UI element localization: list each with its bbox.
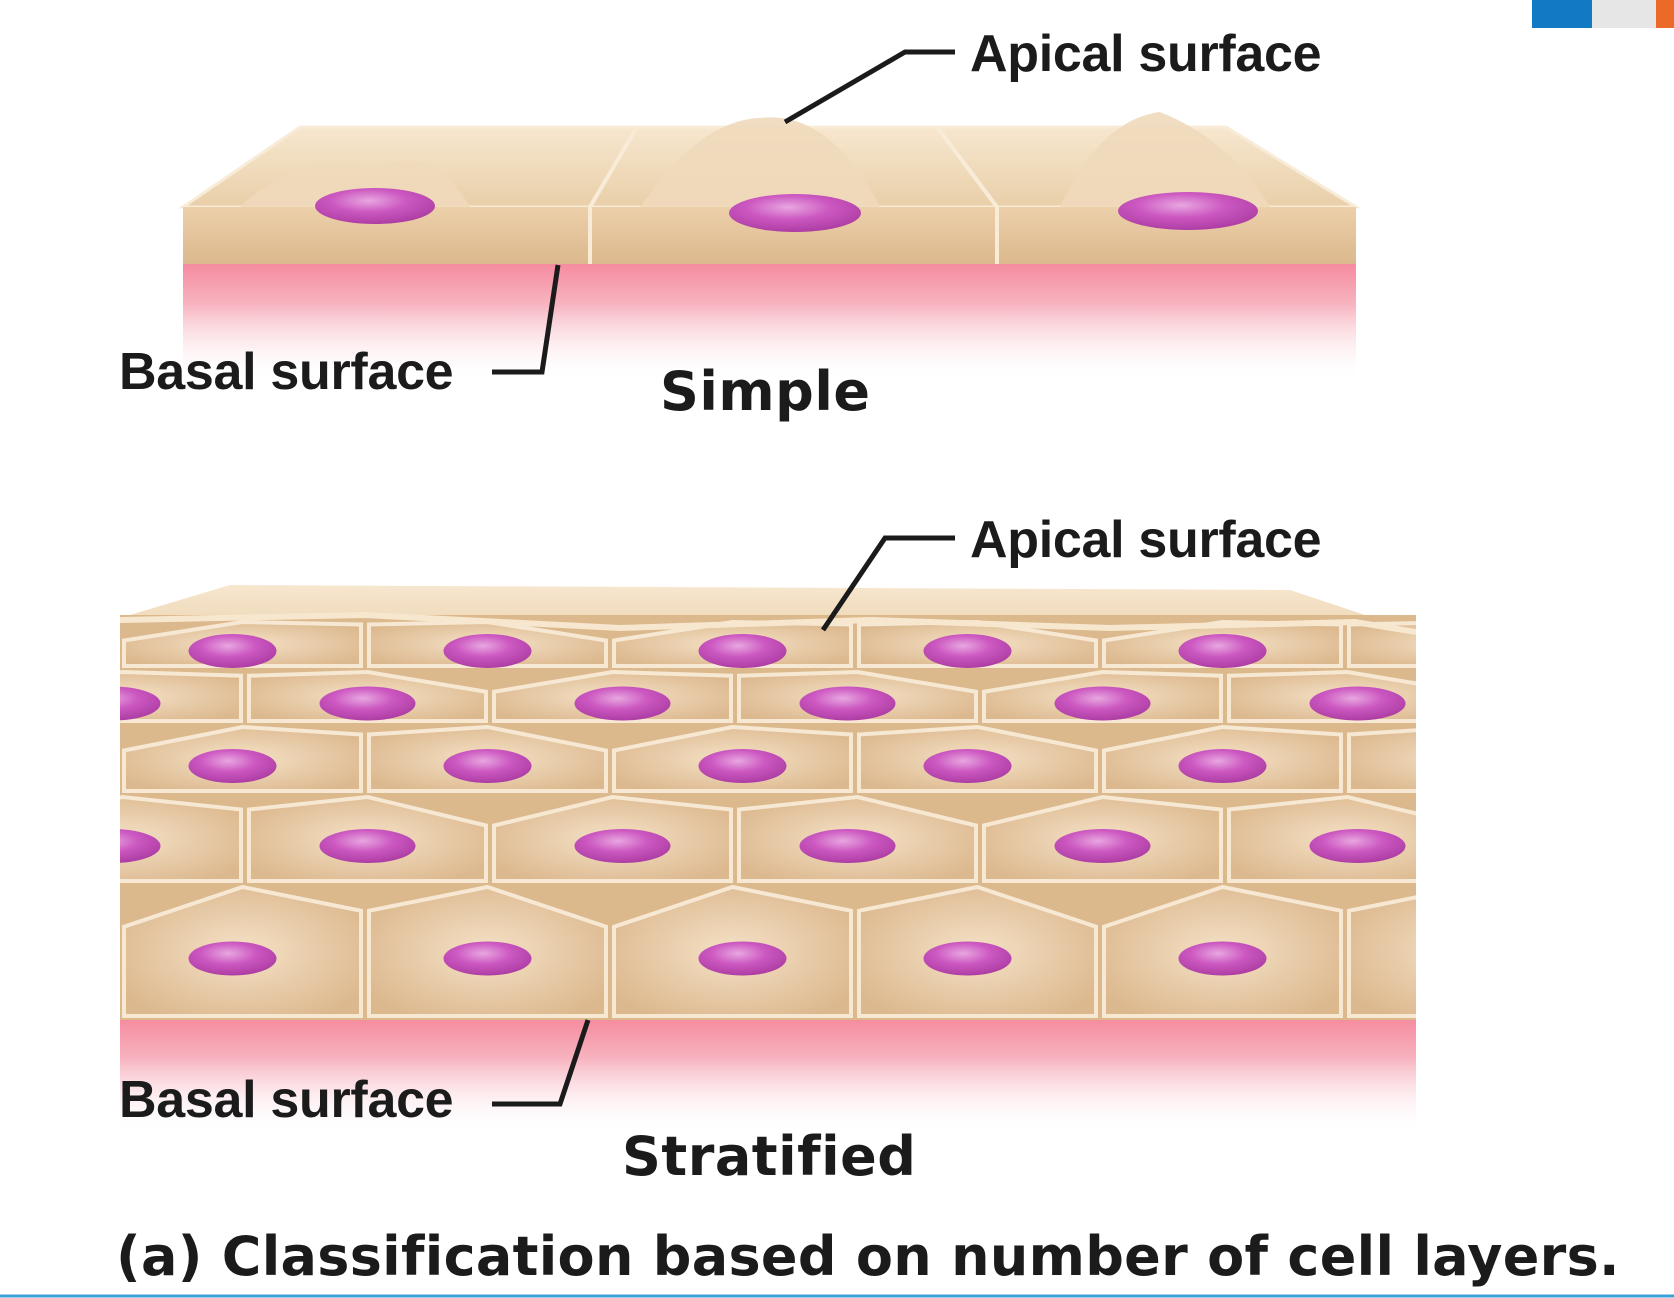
stratified-nucleus	[799, 829, 896, 863]
stratified-nucleus	[1434, 634, 1522, 668]
stratified-nucleus	[923, 749, 1012, 783]
stratified-nucleus	[1535, 687, 1631, 721]
simple-basal-leader	[492, 264, 561, 375]
stratified-nucleus	[443, 634, 532, 668]
stratified-nucleus	[120, 829, 161, 863]
stratified-nucleus	[443, 941, 532, 976]
stratified-cell	[1594, 622, 1674, 666]
stratified-nucleus	[1178, 941, 1267, 976]
stratified-nucleus	[698, 941, 787, 976]
simple-epithelium	[178, 49, 1362, 382]
simple-nucleus	[315, 188, 435, 224]
figure-caption: (a) Classification based on number of ce…	[116, 1225, 1620, 1288]
stratified-nucleus	[1054, 686, 1151, 721]
stratified-nucleus	[698, 634, 787, 668]
stratified-basement-membrane	[120, 1018, 1416, 1133]
stratified-apical-leader	[820, 535, 955, 632]
stratified-nucleus	[923, 634, 1012, 668]
stratified-nucleus	[120, 686, 161, 721]
stratified-epithelium	[120, 535, 1674, 1133]
stratified-cell-layers	[120, 611, 1674, 1020]
stratified-cell	[1347, 895, 1416, 1018]
stratified-nucleus	[1309, 829, 1406, 863]
simple-nucleus	[729, 194, 861, 232]
simple-basal-surface-label: Basal surface	[119, 343, 454, 401]
stratified-nucleus	[1659, 749, 1674, 783]
stratified-apical-surface-label: Apical surface	[970, 511, 1322, 569]
corner-block-orange	[1656, 0, 1674, 28]
simple-type-label: Simple	[660, 360, 871, 423]
stratified-cell	[1594, 887, 1674, 1016]
stratified-nucleus	[1659, 942, 1674, 976]
stratified-cell	[120, 794, 243, 883]
stratified-cell	[1474, 797, 1674, 881]
stratified-nucleus	[698, 749, 787, 783]
stratified-nucleus	[188, 941, 277, 976]
stratified-cell	[1347, 621, 1416, 668]
stratified-nucleus	[799, 686, 896, 721]
stratified-nucleus	[1178, 749, 1267, 783]
stratified-type-label: Stratified	[622, 1125, 917, 1188]
stratified-nucleus	[1535, 829, 1631, 863]
simple-apical-surface-label: Apical surface	[970, 25, 1322, 83]
simple-basement-membrane	[183, 262, 1356, 382]
corner-block-blue	[1532, 0, 1592, 28]
corner-block-gray	[1592, 0, 1656, 28]
stratified-nucleus	[574, 686, 671, 721]
stratified-cell	[1474, 672, 1674, 721]
simple-nucleus	[1118, 192, 1258, 230]
stratified-cell	[1594, 727, 1674, 791]
stratified-nucleus	[319, 829, 416, 863]
stratified-nucleus	[188, 749, 277, 783]
stratified-basal-leader	[492, 1019, 591, 1107]
stratified-nucleus	[1434, 942, 1522, 976]
simple-apical-leader	[783, 49, 955, 125]
stratified-nucleus	[1434, 749, 1522, 783]
stratified-nucleus	[1054, 829, 1151, 863]
stratified-nucleus	[1178, 634, 1267, 668]
stratified-nucleus	[1309, 686, 1406, 721]
stratified-nucleus	[1659, 634, 1674, 668]
stratified-nucleus	[923, 941, 1012, 976]
stratified-cell	[1347, 728, 1416, 793]
stratified-apical-ridge	[120, 611, 1416, 635]
stratified-basal-surface-label: Basal surface	[119, 1071, 454, 1129]
stratified-nucleus	[574, 829, 671, 863]
stratified-nucleus	[188, 634, 277, 668]
stratified-nucleus	[319, 686, 416, 721]
stratified-nucleus	[443, 749, 532, 783]
